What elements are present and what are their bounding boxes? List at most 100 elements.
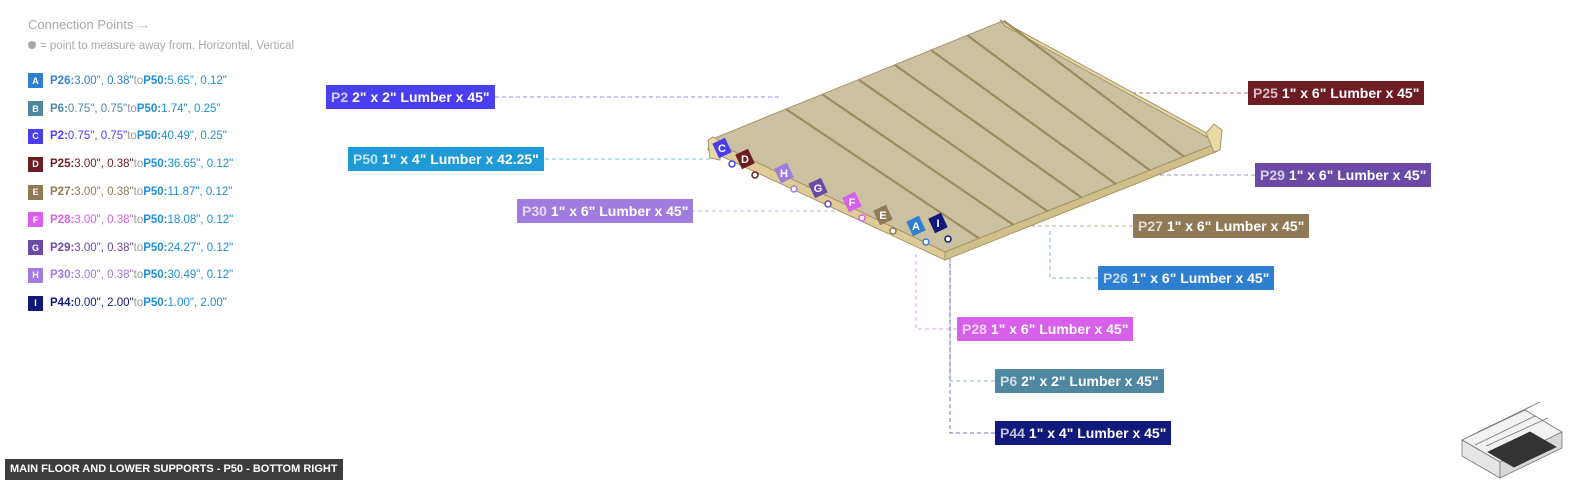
to-part: P50: [136, 130, 162, 143]
floor-slats [785, 19, 1185, 240]
isometric-frame-thumbnail-icon[interactable] [1461, 401, 1563, 479]
to-values: 1.74", 0.25" [161, 102, 221, 115]
connection-marker-d: D [735, 148, 759, 179]
part-id: P26 [1103, 270, 1128, 286]
back-rail-right-post [1205, 123, 1223, 153]
to-part: P50: [143, 158, 168, 171]
part-id: P27 [1138, 218, 1163, 234]
part-id: P25 [1253, 85, 1278, 101]
to-values: 1.00", 2.00" [167, 297, 227, 310]
to-part: P50: [143, 241, 168, 254]
from-part: P29: [50, 241, 75, 254]
floor-slat [821, 93, 1014, 226]
from-values: 3.00", 0.38" [74, 213, 134, 226]
connection-point-badge: G [28, 240, 43, 256]
part-description: 2" x 2" Lumber x 45" [352, 89, 490, 105]
connection-marker-letter: H [780, 168, 788, 180]
part-id: P2 [331, 89, 349, 105]
floor-slat [858, 78, 1049, 213]
to-values: 11.87", 0.12" [167, 186, 233, 199]
part-id: P30 [522, 203, 547, 219]
connection-point-row: E P27: 3.00", 0.38" to P50: 11.87", 0.12" [28, 178, 233, 206]
to-part: P50: [143, 297, 168, 310]
part-description: 1" x 4" Lumber x 42.25" [381, 151, 539, 167]
from-values: 3.00", 0.38" [74, 186, 134, 199]
connection-point-badge: E [28, 184, 43, 200]
connection-marker-c: C [712, 137, 736, 168]
from-values: 3.00", 0.38" [74, 269, 134, 282]
measure-point-dot-icon [28, 41, 36, 49]
part-description: 2" x 2" Lumber x 45" [1021, 373, 1159, 389]
connection-point-row: G P29: 3.00", 0.38" to P50: 24.27", 0.12" [28, 234, 233, 262]
connection-points-title: Connection Points → [28, 17, 151, 32]
to-text: to [127, 130, 137, 143]
from-values: 3.00", 0.38" [74, 241, 134, 254]
connection-marker-e: E [873, 204, 897, 235]
connection-marker-letter: E [879, 210, 886, 222]
from-values: 0.75", 0.75" [67, 130, 128, 143]
floor-slat [785, 108, 980, 240]
to-values: 30.49", 0.12" [167, 269, 234, 282]
to-values: 40.49", 0.25" [161, 130, 227, 143]
part-description: 1" x 6" Lumber x 45" [1288, 167, 1427, 183]
from-values: 0.75", 0.75" [67, 102, 128, 115]
connection-point-badge: D [28, 156, 43, 172]
part-description: 1" x 6" Lumber x 45" [1281, 85, 1420, 101]
floor-slat [966, 34, 1151, 172]
connection-marker-letter: F [849, 197, 856, 209]
to-text: to [133, 186, 144, 199]
from-part: P44: [50, 297, 75, 310]
leader-line-p44 [949, 258, 995, 434]
leader-line-p26 [1049, 230, 1098, 279]
from-values: 3.00", 0.38" [74, 74, 134, 87]
connection-marker-letter: I [936, 218, 939, 230]
connection-marker-a: A [906, 215, 930, 246]
connection-point-badge: H [28, 267, 43, 283]
from-part: P25: [50, 158, 75, 171]
part-id: P28 [962, 321, 987, 337]
part-description: 1" x 6" Lumber x 45" [1131, 270, 1270, 286]
to-values: 18.08", 0.12" [167, 213, 234, 226]
connection-marker-i: I [928, 212, 952, 243]
to-text: to [133, 74, 144, 87]
to-part: P50: [143, 186, 168, 199]
connection-point-badge: B [28, 101, 43, 117]
part-id: P50 [353, 151, 378, 167]
connection-marker-h: H [774, 162, 798, 193]
connection-points-note: = point to measure away from. Horizontal… [28, 40, 294, 52]
floor-slat [894, 64, 1083, 199]
view-title-footer: MAIN FLOOR AND LOWER SUPPORTS - P50 - BO… [5, 459, 343, 480]
from-part: P27: [50, 186, 75, 199]
note-text: = point to measure away from. Horizontal… [40, 40, 295, 52]
floor-slat [1003, 19, 1185, 158]
part-description: 1" x 6" Lumber x 45" [1166, 218, 1305, 234]
from-part: P28: [50, 213, 75, 226]
to-values: 24.27", 0.12" [167, 241, 234, 254]
to-values: 36.65", 0.12" [167, 158, 234, 171]
from-values: 0.00", 2.00" [74, 297, 134, 310]
to-text: to [127, 102, 137, 115]
to-text: to [133, 241, 144, 254]
from-part: P26: [50, 74, 75, 87]
part-id: P44 [1000, 425, 1025, 441]
connection-point-badge: C [28, 128, 43, 144]
connection-marker-letter: D [741, 154, 749, 166]
